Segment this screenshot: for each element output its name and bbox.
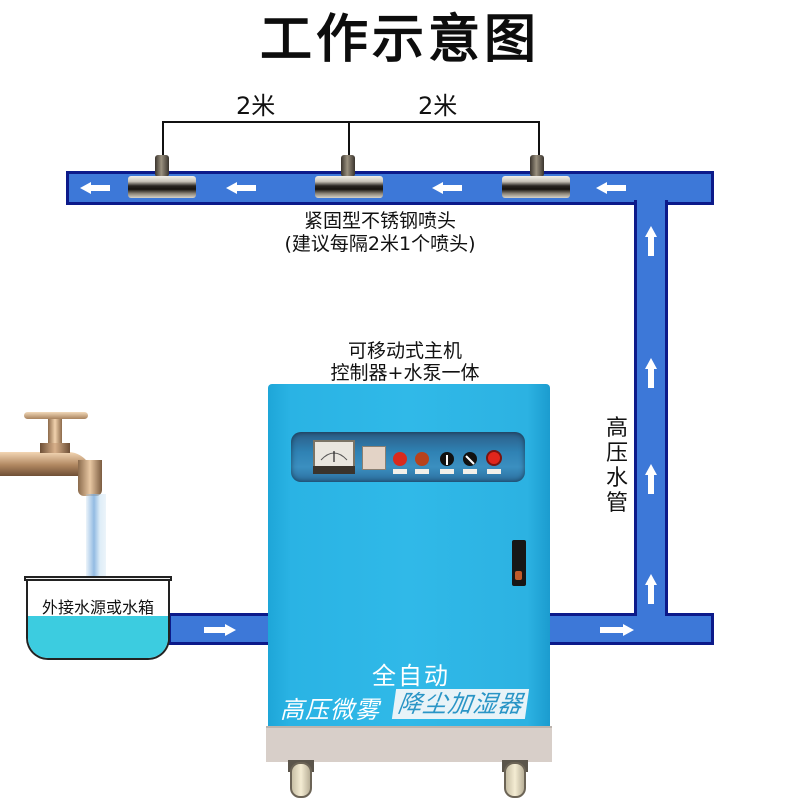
spacing-bracket-right (538, 121, 540, 157)
water-source-label: 外接水源或水箱 (41, 598, 154, 617)
nozzle-icon (315, 176, 383, 198)
knob-label (393, 469, 407, 474)
machine-caption-line1: 可移动式主机 (347, 340, 462, 362)
arrow-up-icon (645, 574, 657, 608)
power-button[interactable] (393, 452, 407, 466)
high-pressure-pipe-label: 高 压 水 管 (604, 416, 630, 516)
arrow-left-icon (432, 182, 462, 194)
indicator-light (415, 452, 429, 466)
tank-rim (24, 576, 172, 581)
spacing-bracket-left (162, 121, 164, 157)
arrow-up-icon (645, 226, 657, 260)
label-char: 管 (605, 491, 628, 516)
faucet-spout (78, 460, 102, 496)
diagram-title: 工作示意图 (259, 10, 540, 70)
arrow-right-icon (204, 624, 236, 636)
badge-automatic: 全自动 (372, 662, 450, 690)
emergency-stop-button[interactable] (486, 450, 502, 466)
lock-keyhole (515, 571, 522, 580)
water-tank (26, 578, 170, 660)
water-stream (86, 494, 106, 578)
knob-label (463, 469, 477, 474)
knob-label (415, 469, 429, 474)
label-char: 水 (605, 466, 628, 491)
caster-wheel-icon (504, 762, 526, 798)
pipe-joint-top (637, 200, 665, 206)
badge-dust-humidifier: 降尘加湿器 (391, 689, 530, 719)
machine-base (266, 726, 552, 762)
faucet-stem (48, 416, 62, 446)
arrow-left-icon (226, 182, 256, 194)
vertical-pipe (634, 200, 668, 620)
nozzle-icon (502, 176, 570, 198)
nozzle-icon (155, 155, 169, 177)
spacing-label-left: 2米 (236, 92, 276, 120)
nozzle-caption-line1: 紧固型不锈钢喷头 (303, 210, 456, 232)
gauge-base (313, 466, 355, 474)
arrow-left-icon (80, 182, 110, 194)
faucet-collar (40, 443, 70, 453)
nozzle-icon (128, 176, 196, 198)
knob-label (440, 469, 454, 474)
caster-wheel-icon (290, 762, 312, 798)
spacing-label-right: 2米 (418, 92, 458, 120)
tank-water (28, 616, 168, 658)
badge-high-pressure: 高压微雾 (280, 696, 380, 724)
nozzle-caption-line2: (建议每隔2米1个喷头) (284, 233, 476, 255)
machine-caption-line2: 控制器+水泵一体 (330, 362, 480, 384)
arrow-up-icon (645, 358, 657, 392)
spacing-bracket-middle (348, 121, 350, 157)
selector-knob-1[interactable] (440, 452, 454, 466)
label-char: 高 (605, 416, 628, 441)
knob-label (487, 469, 501, 474)
nozzle-icon (341, 155, 355, 177)
nozzle-icon (530, 155, 544, 177)
faucet-handle[interactable] (24, 412, 88, 419)
selector-knob-2[interactable] (463, 452, 477, 466)
faucet-icon (0, 452, 92, 476)
spacing-bracket-top (162, 121, 540, 123)
arrow-up-icon (645, 464, 657, 498)
timer-display (362, 446, 386, 470)
pipe-joint-bottom (637, 610, 665, 618)
label-char: 压 (605, 441, 628, 466)
arrow-right-icon (600, 624, 634, 636)
arrow-left-icon (596, 182, 626, 194)
